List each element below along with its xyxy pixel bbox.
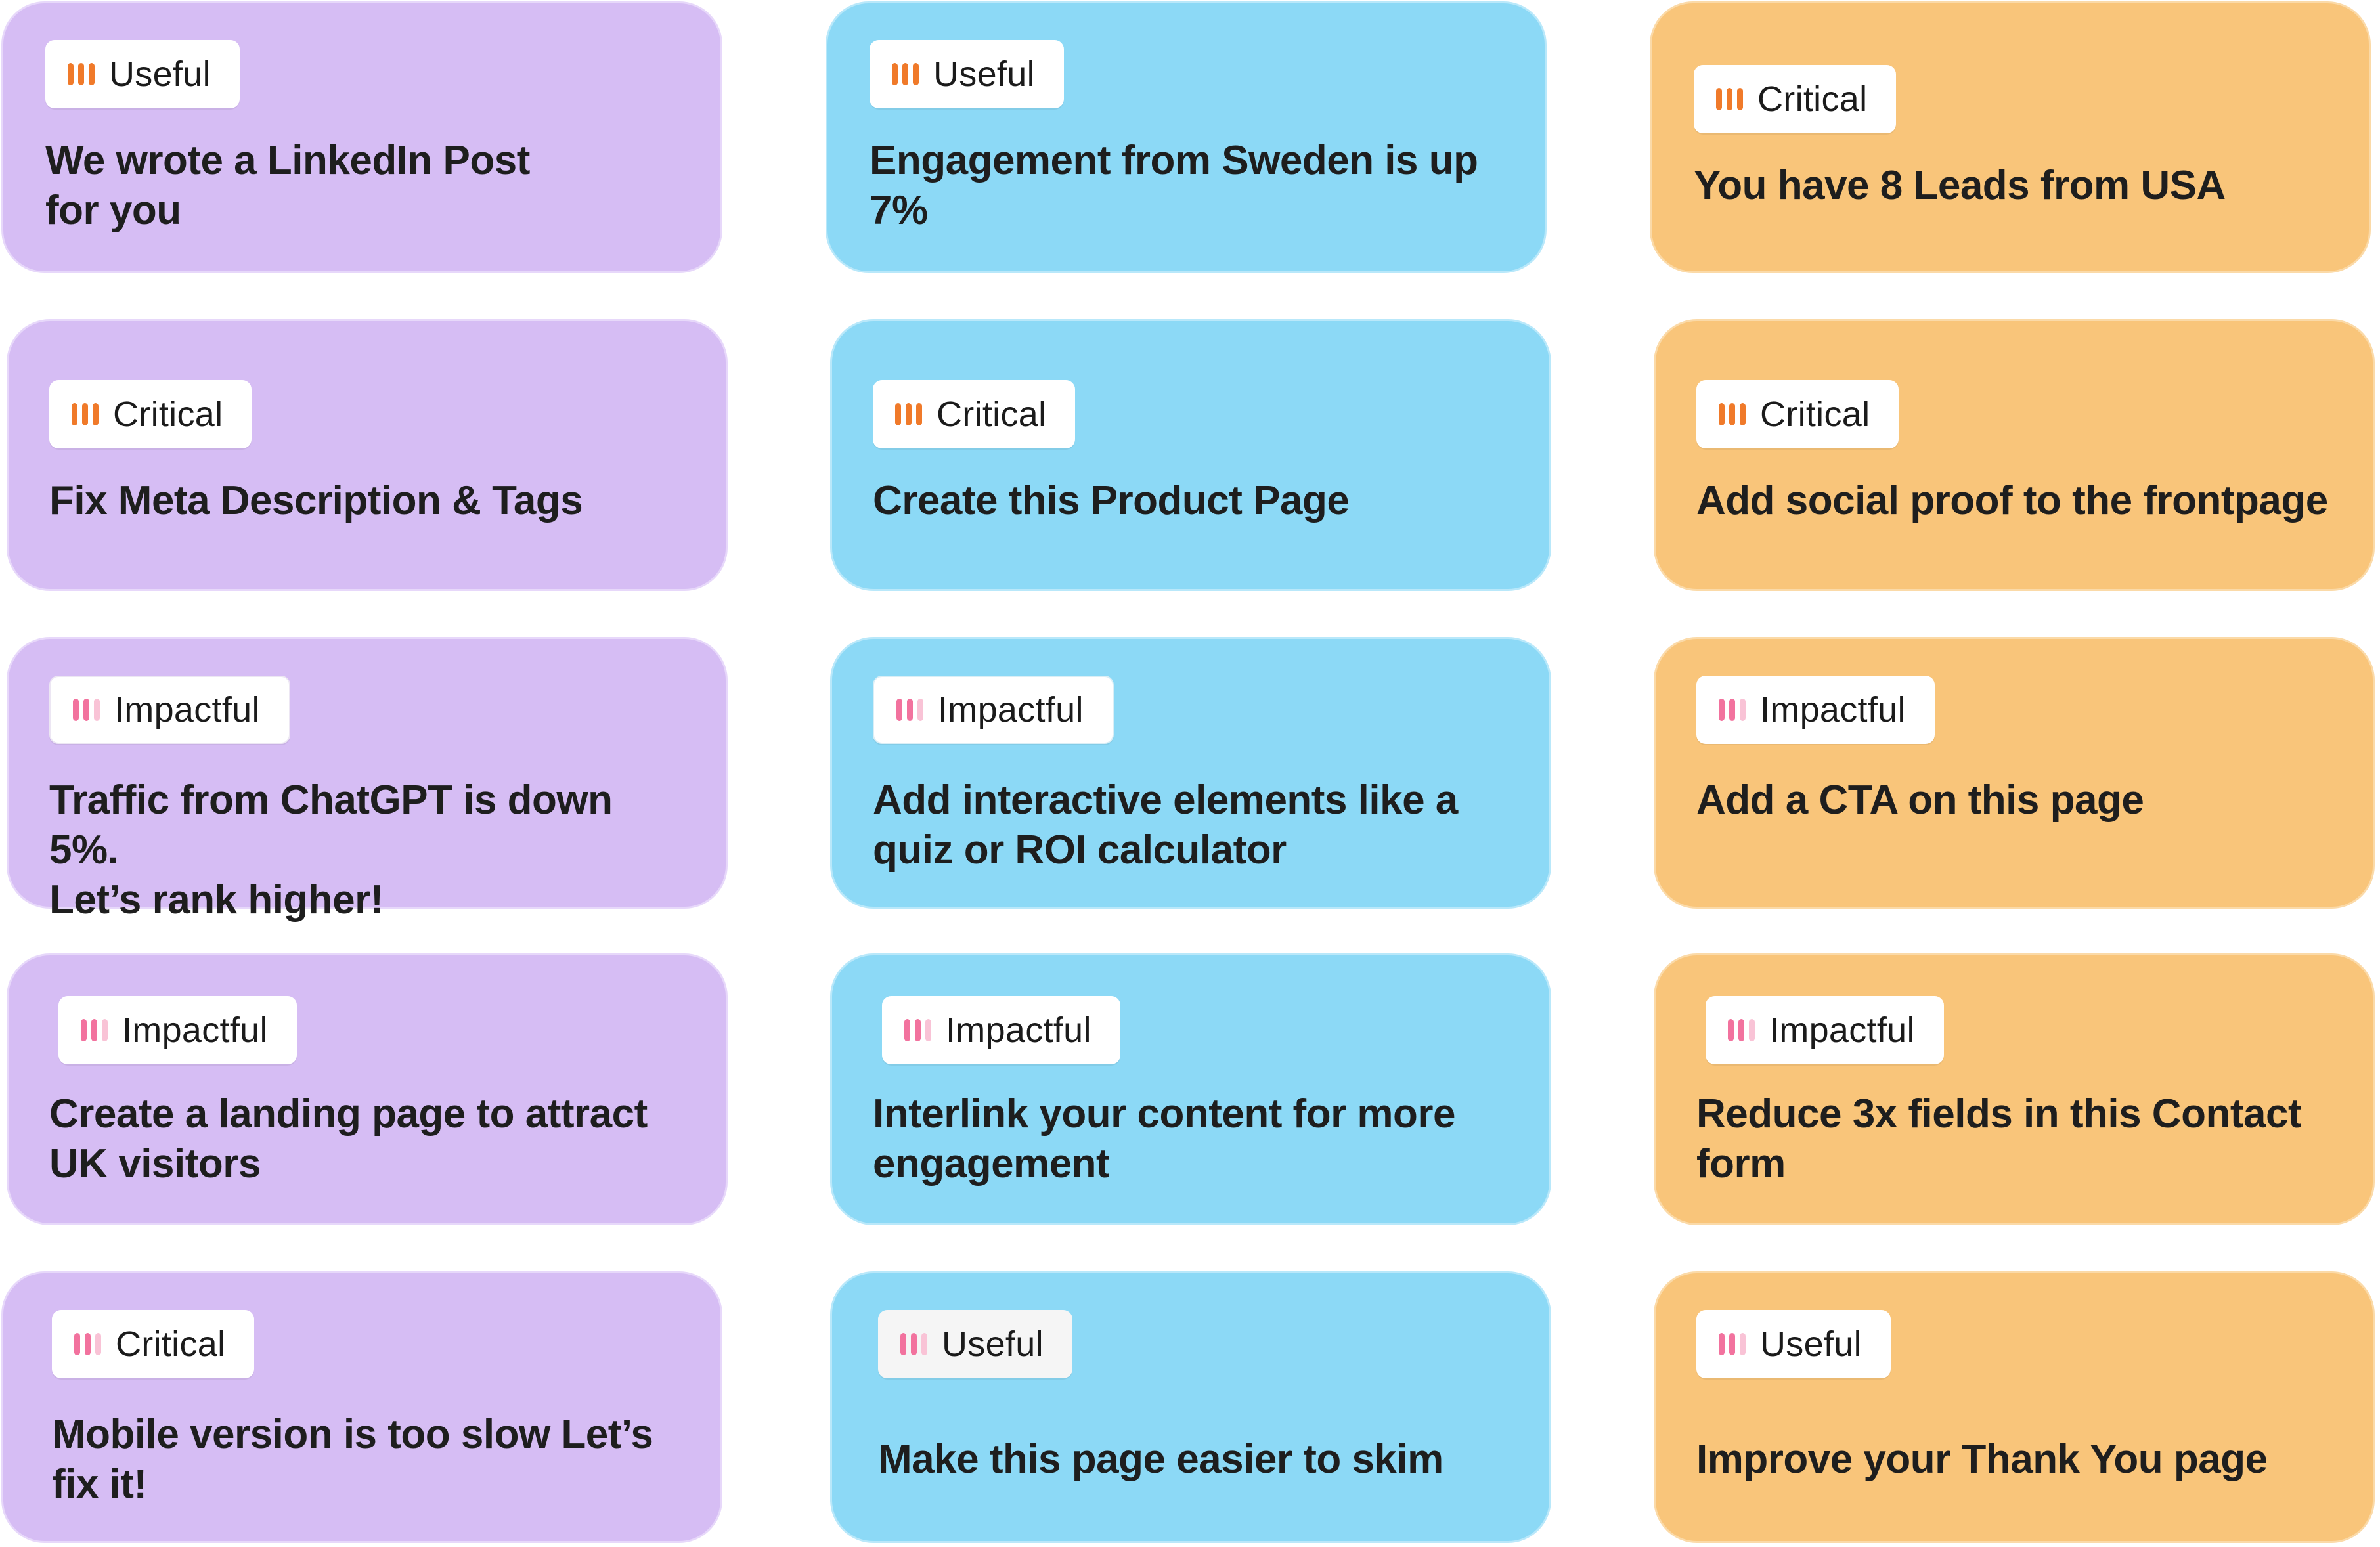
card-title: You have 8 Leads from USA <box>1694 163 2226 208</box>
card-title: Add interactive elements like a quiz or … <box>873 777 1458 873</box>
priority-bars-icon <box>1719 1333 1746 1355</box>
card-title: Create this Product Page <box>873 478 1350 523</box>
card-title: Improve your Thank You page <box>1696 1437 2268 1482</box>
priority-bars-icon <box>895 403 922 425</box>
priority-label: Critical <box>116 1324 226 1364</box>
priority-bars-icon <box>81 1019 108 1041</box>
card-title: Mobile version is too slow Let’s fix it! <box>52 1412 653 1507</box>
priority-label: Useful <box>109 54 211 94</box>
suggestion-card[interactable]: Useful Improve your Thank You page <box>1654 1271 2375 1543</box>
card-title: We wrote a LinkedIn Post for you <box>45 138 530 233</box>
priority-bars-icon <box>1716 88 1743 110</box>
priority-label: Impactful <box>1760 690 1906 730</box>
suggestion-card[interactable]: Impactful Create a landing page to attra… <box>7 953 728 1225</box>
suggestion-card[interactable]: Critical Mobile version is too slow Let’… <box>1 1271 722 1543</box>
priority-bars-icon <box>904 1019 931 1041</box>
card-title: Make this page easier to skim <box>878 1437 1443 1482</box>
priority-bars-icon <box>1728 1019 1755 1041</box>
priority-label: Critical <box>1760 395 1870 434</box>
priority-label: Impactful <box>938 690 1084 730</box>
card-title: Traffic from ChatGPT is down 5%. Let’s r… <box>49 777 613 923</box>
priority-bars-icon <box>68 63 95 85</box>
suggestion-card[interactable]: Useful We wrote a LinkedIn Post for you <box>1 1 722 273</box>
priority-label: Critical <box>937 395 1047 434</box>
priority-bars-icon <box>74 1333 101 1355</box>
priority-label: Useful <box>942 1324 1044 1364</box>
suggestion-card[interactable]: Impactful Add interactive elements like … <box>830 637 1551 909</box>
suggestion-card[interactable]: Impactful Reduce 3x fields in this Conta… <box>1654 953 2375 1225</box>
card-title: Add social proof to the frontpage <box>1696 478 2328 523</box>
suggestion-card[interactable]: Useful Make this page easier to skim <box>830 1271 1551 1543</box>
priority-badge: Impactful <box>1696 676 1935 744</box>
priority-bars-icon <box>892 63 919 85</box>
card-title: Fix Meta Description & Tags <box>49 478 583 523</box>
priority-badge: Useful <box>1696 1310 1891 1378</box>
priority-label: Impactful <box>122 1011 268 1050</box>
priority-label: Impactful <box>946 1011 1091 1050</box>
card-title: Add a CTA on this page <box>1696 777 2144 823</box>
suggestion-card[interactable]: Impactful Traffic from ChatGPT is down 5… <box>7 637 728 923</box>
priority-bars-icon <box>1719 699 1746 721</box>
priority-bars-icon <box>900 1333 927 1355</box>
priority-badge: Critical <box>1694 65 1897 133</box>
priority-label: Critical <box>113 395 223 434</box>
card-title: Engagement from Sweden is up 7% <box>870 138 1478 233</box>
priority-badge: Critical <box>1696 380 1899 448</box>
priority-badge: Impactful <box>873 676 1114 744</box>
suggestion-card[interactable]: Useful Engagement from Sweden is up 7% <box>826 1 1547 273</box>
priority-label: Useful <box>933 54 1035 94</box>
priority-badge: Impactful <box>1706 996 1944 1064</box>
priority-badge: Critical <box>873 380 1076 448</box>
suggestion-card[interactable]: Impactful Add a CTA on this page <box>1654 637 2375 909</box>
suggestion-card[interactable]: Critical Add social proof to the frontpa… <box>1654 319 2375 591</box>
suggestion-card[interactable]: Critical Create this Product Page <box>830 319 1551 591</box>
priority-label: Critical <box>1757 79 1868 119</box>
card-title: Create a landing page to attract UK visi… <box>49 1091 648 1187</box>
card-title: Reduce 3x fields in this Contact form <box>1696 1091 2302 1187</box>
priority-bars-icon <box>1719 403 1746 425</box>
card-title: Interlink your content for more engageme… <box>873 1091 1456 1187</box>
priority-badge: Impactful <box>882 996 1120 1064</box>
priority-bars-icon <box>72 403 99 425</box>
priority-badge: Useful <box>45 40 240 108</box>
suggestion-card[interactable]: Impactful Interlink your content for mor… <box>830 953 1551 1225</box>
priority-bars-icon <box>73 699 100 721</box>
suggestion-card[interactable]: Critical Fix Meta Description & Tags <box>7 319 728 591</box>
suggestion-card[interactable]: Critical You have 8 Leads from USA <box>1650 1 2371 273</box>
priority-bars-icon <box>896 699 923 721</box>
priority-label: Impactful <box>114 690 260 730</box>
priority-badge: Critical <box>52 1310 255 1378</box>
priority-badge: Impactful <box>58 996 297 1064</box>
priority-badge: Impactful <box>49 676 290 744</box>
priority-badge: Critical <box>49 380 252 448</box>
priority-badge: Useful <box>878 1310 1072 1378</box>
priority-label: Impactful <box>1769 1011 1915 1050</box>
priority-label: Useful <box>1760 1324 1862 1364</box>
priority-badge: Useful <box>870 40 1064 108</box>
